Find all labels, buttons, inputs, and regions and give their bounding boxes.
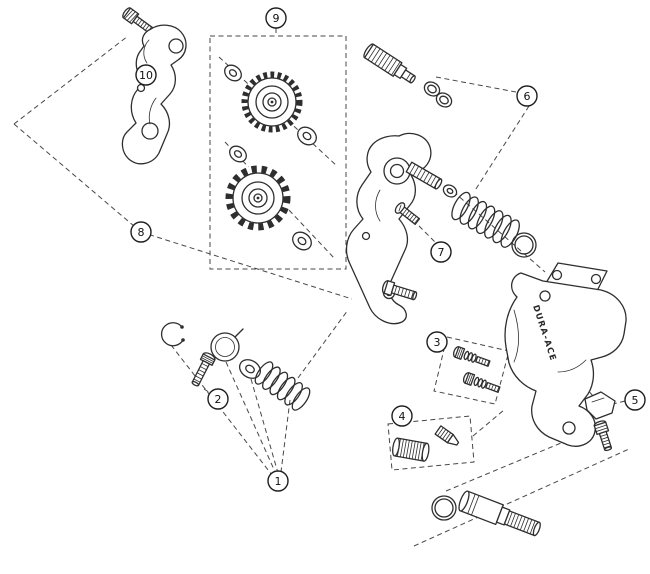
dust-cap-icon [297,126,317,146]
outer-cage-plate [121,24,187,165]
cable-adjusting-barrel [392,425,460,462]
washer-icon [423,81,441,97]
callout-1: 1 [267,470,289,492]
stop-ring-icon [210,328,244,362]
callout-7-label: 7 [438,246,445,259]
callout-6: 6 [516,85,538,107]
callout-9-label: 9 [273,12,280,25]
cable-fixing-bolt [363,43,453,108]
inner-cage-plate [345,132,443,325]
pulley-set-box [209,35,347,270]
return-spring [442,184,520,248]
pivot-cone-icon [434,425,460,446]
o-ring-mid [511,232,537,258]
main-pivot-shaft [458,490,541,537]
callout-5-label: 5 [632,394,639,407]
callout-5: 5 [624,389,646,411]
snap-ring-icon [160,322,185,347]
tension-spring-icon [254,361,311,411]
callout-3-label: 3 [434,336,441,349]
cage-bolt-icon [381,280,418,301]
guide-pulley-assembly [224,64,317,146]
callout-10-label: 10 [139,69,153,82]
limit-screws-box [433,336,510,405]
callout-2: 2 [207,388,229,410]
plate-screw-icon [394,202,421,225]
limit-screws [452,346,501,393]
pulley-bolt-icon [405,161,443,190]
adjuster-box [387,415,475,471]
callout-9: 9 [265,7,287,29]
cable-anchor-plate [584,391,616,452]
callout-6-label: 6 [524,90,531,103]
callout-4-label: 4 [399,410,406,423]
stroke-screw [191,352,216,387]
dust-cap-icon [292,231,312,251]
callout-4: 4 [391,405,413,427]
callout-8: 8 [130,221,152,243]
callout-7: 7 [430,241,452,263]
callout-3: 3 [426,331,448,353]
callout-8-label: 8 [138,226,145,239]
washer-icon [435,92,453,108]
washer-icon [224,64,242,82]
o-ring-bottom [431,495,457,521]
plate-axle-group [160,322,311,411]
callout-10: 10 [135,64,157,86]
derailleur-body: DURA-ACE [504,262,627,447]
callout-2-label: 2 [215,393,222,406]
anchor-bolt-icon [593,420,613,452]
washer-icon [238,359,262,379]
callout-1-label: 1 [275,475,282,488]
tension-pulley-assembly [225,145,312,251]
washer-icon [229,145,247,163]
